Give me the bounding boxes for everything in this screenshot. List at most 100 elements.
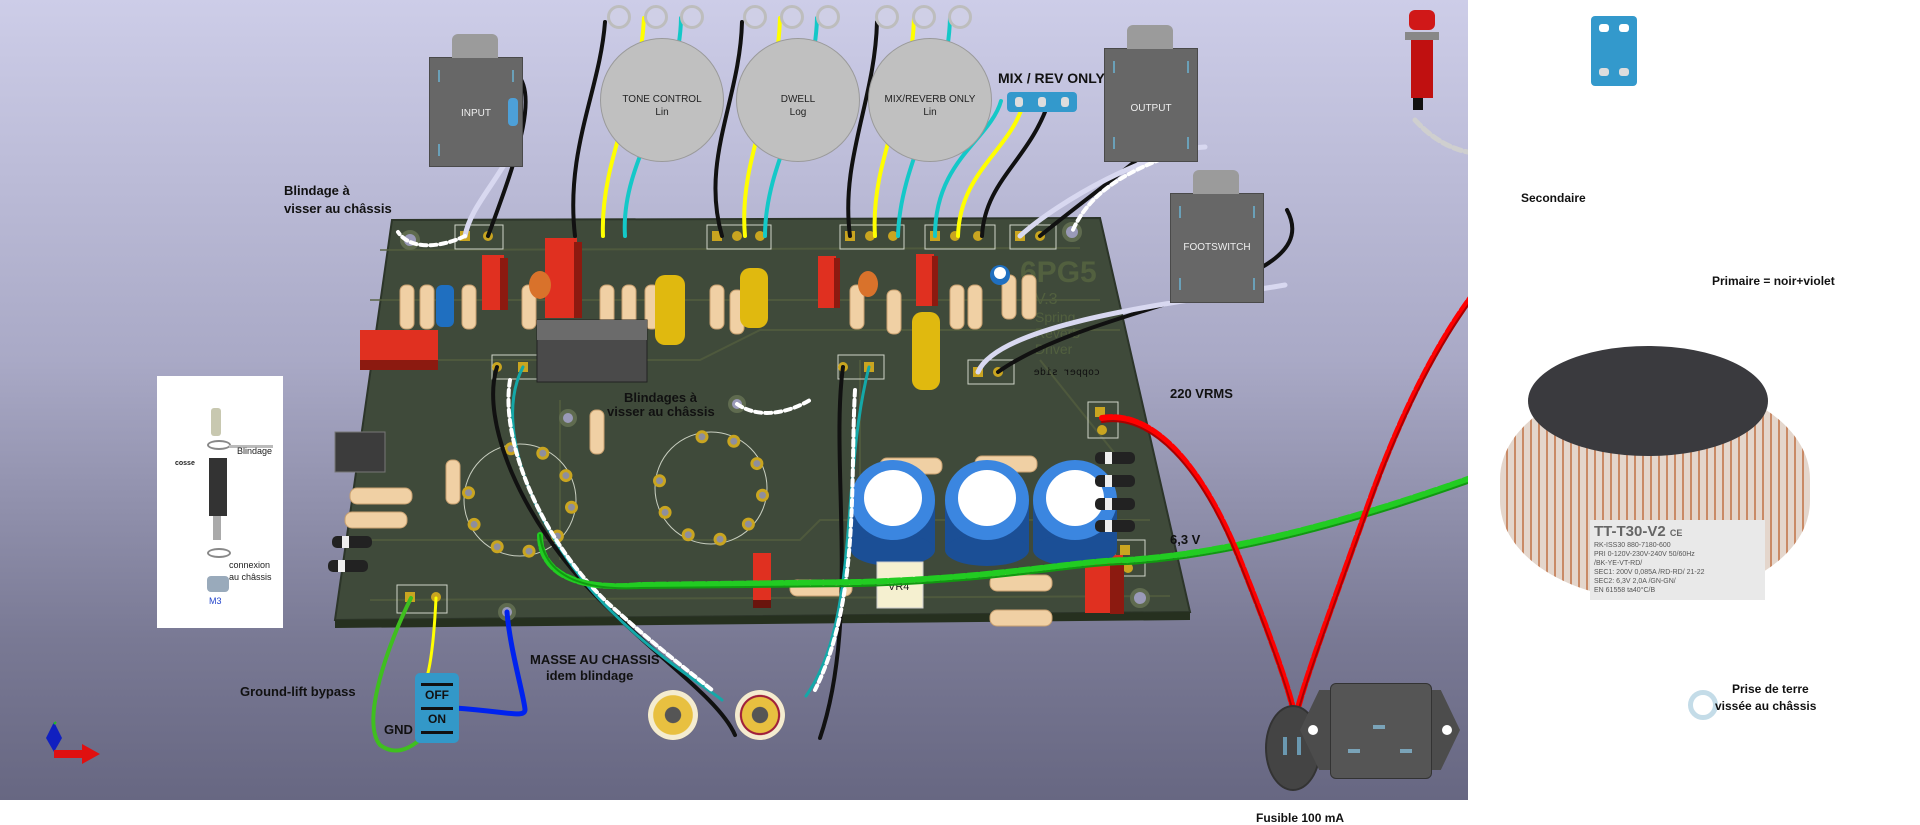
electrolytic-capacitor-base [1033, 534, 1117, 566]
primary-terminal-strip[interactable] [1591, 16, 1637, 86]
label-masse-1: MASSE AU CHASSIS [530, 652, 660, 667]
socket-pin [741, 517, 755, 531]
label-secondaire: Secondaire [1521, 191, 1586, 205]
diode [1095, 498, 1135, 510]
resistor [967, 284, 983, 330]
pilot-lamp [1405, 10, 1439, 110]
transformer-label: TT-T30-V2 CE RK-ISS30 880-7180-600 PRI 0… [1590, 520, 1765, 600]
silk-copper-side: copper side [1034, 367, 1100, 378]
transformer-date: 21-22 [1686, 569, 1705, 576]
card-blindage: Blindage [237, 446, 273, 456]
transformer-model: TT-T30-V2 [1594, 523, 1666, 540]
pcb-edge [335, 612, 1190, 628]
resistor [399, 284, 415, 330]
resistors [344, 274, 1053, 627]
socket-pin [559, 469, 573, 483]
resistor-r1 [508, 98, 518, 126]
wire-rca1-teal [511, 365, 724, 702]
label-blindages-2: visser au châssis [607, 404, 715, 419]
socket-pin [653, 474, 667, 488]
tube-socket-2 [654, 431, 768, 545]
wire-heater-green [537, 475, 1468, 590]
rca-jack-2[interactable] [735, 690, 785, 740]
wire-mixrev-black [980, 99, 1051, 238]
rca-jack-1[interactable] [648, 690, 698, 740]
electrolytic-capacitors [436, 265, 1117, 566]
input-jack[interactable]: INPUT [429, 34, 523, 167]
resistor [1021, 274, 1037, 320]
tube-socket-1 [463, 443, 577, 557]
socket-pin [681, 528, 695, 542]
card-connexion-2: au châssis [229, 572, 272, 582]
wire-heater-green-b [539, 481, 1468, 590]
standoff-icon [209, 458, 227, 516]
iec-mains-inlet[interactable] [1300, 675, 1460, 785]
input-jack-label: INPUT [461, 108, 491, 119]
resistor [989, 609, 1053, 627]
wire-mix-black [846, 20, 879, 238]
wire-rca2-black [818, 365, 845, 740]
film-capacitors [655, 268, 940, 390]
diode-band [1105, 475, 1112, 487]
label-220-vrms: 220 VRMS [1170, 386, 1233, 401]
diode [1095, 452, 1135, 464]
diode [1095, 520, 1135, 532]
output-jack-label: OUTPUT [1130, 103, 1172, 114]
pot-dwell-taper: Log [789, 107, 807, 118]
label-gnd: GND [384, 722, 413, 737]
standoff-hardware-card: Blindage cosse connexion au châssis M3 [157, 376, 283, 628]
output-jack[interactable]: OUTPUT [1104, 25, 1198, 162]
socket-pin [658, 505, 672, 519]
socket-pin [536, 446, 550, 460]
diode [332, 536, 372, 548]
wire-rca2-teal [804, 365, 871, 698]
resistor [419, 284, 435, 330]
switch-off-label: OFF [425, 688, 449, 702]
washer-icon [207, 548, 231, 558]
socket-pin [462, 486, 476, 500]
resistor [589, 409, 605, 455]
socket-pin [750, 457, 764, 471]
socket-pin [490, 540, 504, 554]
label-fusible: Fusible 100 mA [1256, 811, 1345, 825]
resistor [461, 284, 477, 330]
transformer-line3: /BK-YE-VT-RD/ [1594, 560, 1643, 567]
socket-pin [713, 532, 727, 546]
card-nut: M3 [209, 596, 222, 606]
wire-rca2-shield [813, 388, 857, 692]
standoff-thread [213, 516, 221, 540]
choke [334, 319, 648, 473]
label-prise-terre-2: vissée au châssis [1715, 699, 1817, 713]
silk-sub1: Spring [1035, 309, 1075, 325]
diodes [328, 452, 1135, 572]
nut-icon [207, 576, 229, 592]
electrolytic-capacitor-top [1046, 470, 1104, 526]
electrolytic-capacitor-base [851, 534, 935, 566]
transformer-line2: PRI 0-120V-230V-240V 50/60Hz [1594, 551, 1695, 558]
socket-pin [467, 517, 481, 531]
toroidal-transformer: TT-T30-V2 CE RK-ISS30 880-7180-600 PRI 0… [1500, 340, 1830, 600]
ground-lift-switch[interactable]: OFF ON [415, 673, 459, 743]
diode [328, 560, 368, 572]
mix-rev-terminal[interactable] [1007, 92, 1077, 112]
ceramic-capacitor [529, 271, 551, 299]
footswitch-jack[interactable]: FOOTSWITCH [1170, 170, 1264, 303]
pot-tone-taper: Lin [655, 107, 669, 118]
box-capacitors [360, 238, 1124, 614]
resistor [949, 284, 965, 330]
resistor [349, 487, 413, 505]
socket-pin [755, 488, 769, 502]
wire-ht-red-b [1101, 303, 1468, 737]
transformer-line1: RK-ISS30 880-7180-600 [1594, 542, 1671, 549]
washer-icon [207, 440, 231, 450]
label-primaire: Primaire = noir+violet [1712, 274, 1835, 288]
resistor [709, 284, 725, 330]
diode-band [1105, 498, 1112, 510]
resistor [886, 289, 902, 335]
footswitch-jack-label: FOOTSWITCH [1183, 242, 1251, 253]
orientation-axes-icon [46, 721, 100, 764]
label-masse-2: idem blindage [546, 668, 634, 683]
